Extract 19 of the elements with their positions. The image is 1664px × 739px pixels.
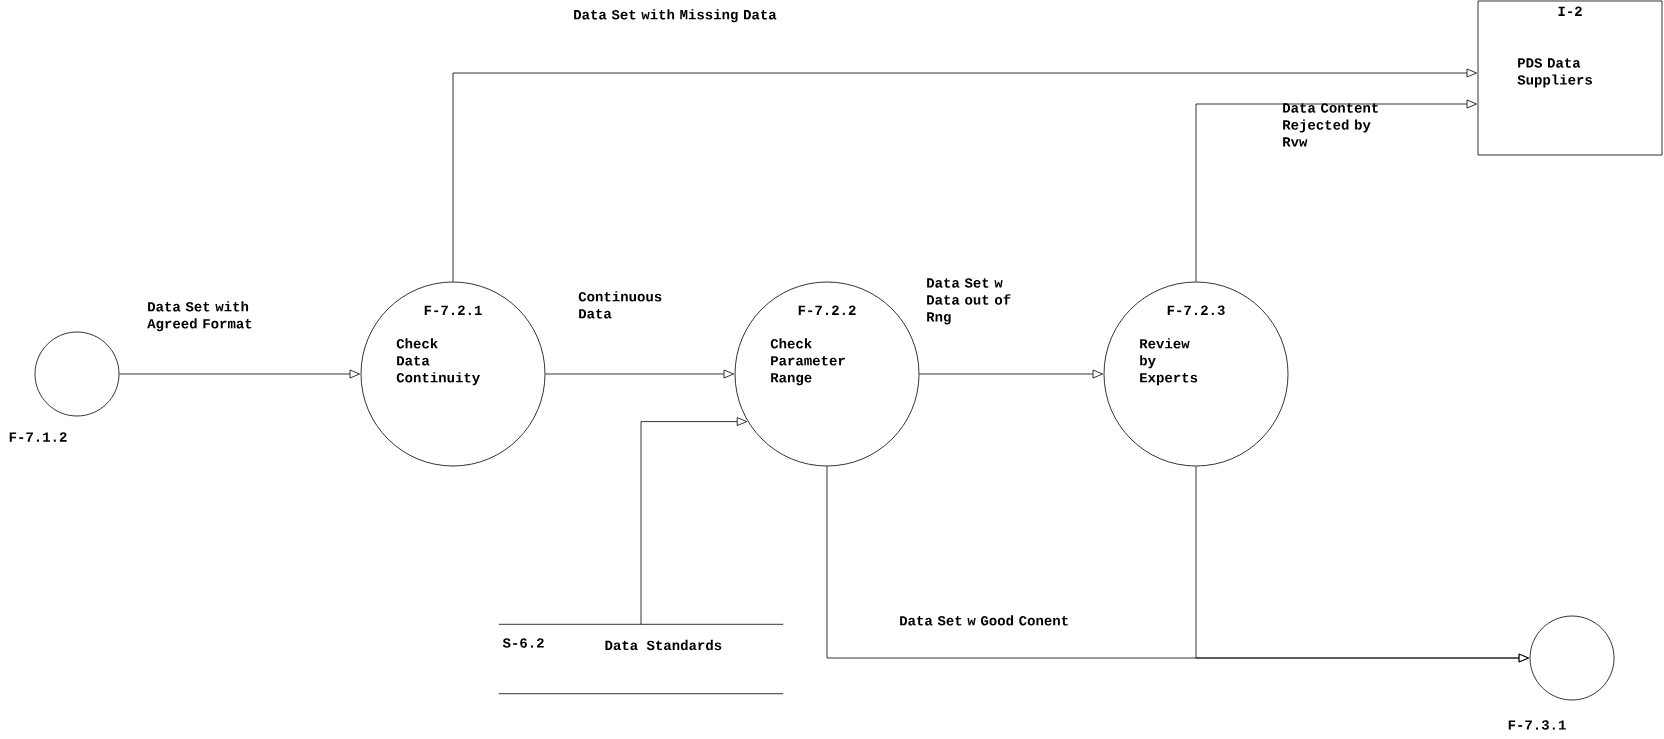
arrow: [452, 68, 1477, 282]
edge-label: Continuous Data: [578, 291, 662, 319]
arrow: [919, 369, 1103, 379]
data-store: S-6.2 Data Standards: [498, 623, 784, 695]
edge-label: Data Set w Good Conent: [900, 615, 1068, 626]
arrow: [119, 369, 360, 379]
edge-label: Data Content Rejected by Rvw: [1283, 103, 1378, 147]
edge-label: Data Set with Agreed Format: [147, 301, 252, 332]
terminator-circle: [1529, 615, 1615, 701]
edge-label: Data Set with Missing Data: [574, 9, 777, 23]
arrow: [640, 417, 748, 625]
arrow: [1195, 466, 1529, 663]
arrow: [545, 369, 734, 379]
terminator-circle: [34, 331, 120, 417]
node-caption: F-7.1.2: [9, 432, 67, 442]
node-caption: F-7.3.1: [1508, 720, 1566, 730]
edge-label: Data Set w Data out of Rng: [927, 278, 1011, 325]
entity-box: I-2 PDS Data Suppliers: [1477, 0, 1663, 156]
arrow: [1195, 99, 1477, 282]
